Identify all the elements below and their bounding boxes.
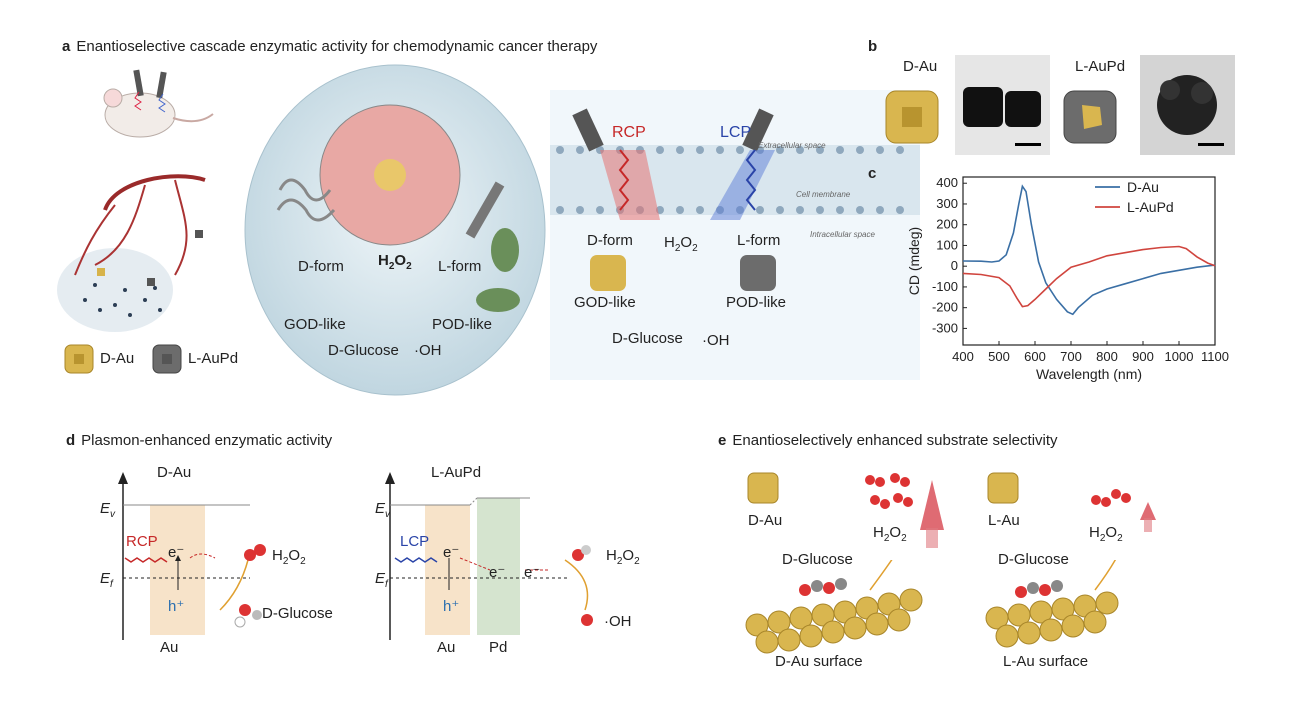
d-left-header: D-Au bbox=[157, 464, 192, 481]
e-right-glucose: D-Glucose bbox=[998, 551, 1069, 568]
cell-h2o2: H2O2 bbox=[378, 252, 412, 272]
legend-label-d-au: D-Au bbox=[1127, 179, 1159, 195]
series-line-l-aupd bbox=[962, 245, 1216, 308]
e-left-glucose: D-Glucose bbox=[782, 551, 853, 568]
panel-c-letter: c bbox=[868, 165, 877, 182]
e-right-h2o2-cluster bbox=[1091, 489, 1156, 532]
e-left-surface-label: D-Au surface bbox=[775, 653, 863, 670]
y-tick-label: 0 bbox=[951, 258, 958, 273]
y-tick-label: 100 bbox=[936, 237, 958, 252]
membrane-god-like: GOD-like bbox=[574, 294, 636, 311]
d-left-electron: e⁻ bbox=[168, 544, 185, 561]
x-tick-label: 600 bbox=[1024, 349, 1046, 364]
x-tick-label: 700 bbox=[1060, 349, 1082, 364]
panel-b-letter: b bbox=[868, 38, 878, 55]
e-left-h2o2-cluster bbox=[865, 473, 944, 548]
l-aupd-nanoparticle-icon bbox=[150, 342, 184, 376]
x-axis-label: Wavelength (nm) bbox=[1036, 366, 1142, 382]
e-right-h2o2: H2O2 bbox=[1089, 524, 1123, 544]
e-right-surface-label: L-Au surface bbox=[1003, 653, 1089, 670]
extracellular-label: Extracellular space bbox=[758, 141, 826, 150]
cell-membrane-label: Cell membrane bbox=[796, 190, 851, 199]
x-tick-label: 400 bbox=[952, 349, 974, 364]
tumor-vasculature-illustration bbox=[57, 69, 214, 332]
y-tick-label: -200 bbox=[932, 300, 958, 315]
cell-l-form: L-form bbox=[438, 258, 482, 275]
panel-b-label-l-aupd: L-AuPd bbox=[1075, 58, 1126, 75]
d-left-metal: Au bbox=[160, 639, 179, 656]
d-left-ev: Ev bbox=[100, 500, 116, 520]
plot-frame bbox=[962, 176, 1216, 346]
legend-d-au: D-Au bbox=[100, 350, 135, 367]
x-tick-label: 1100 bbox=[1201, 349, 1229, 364]
intracellular-label: Intracellular space bbox=[810, 230, 875, 239]
x-tick-label: 500 bbox=[988, 349, 1010, 364]
y-axis-label: CD (mdeg) bbox=[906, 227, 922, 295]
d-au-nanoparticle-icon bbox=[62, 342, 96, 376]
cell-pod-like: POD-like bbox=[432, 316, 493, 333]
y-tick-label: 200 bbox=[936, 217, 958, 232]
cell-oh: ·OH bbox=[414, 342, 442, 359]
y-tick-label: 400 bbox=[936, 175, 958, 190]
l-aupd-model-icon bbox=[1058, 85, 1122, 149]
d-left-rcp: RCP bbox=[126, 533, 158, 550]
d-left-ef: Ef bbox=[100, 570, 113, 590]
d-right-hole: h⁺ bbox=[443, 598, 460, 615]
membrane-oh: ·OH bbox=[702, 332, 730, 349]
d-right-lcp: LCP bbox=[400, 533, 430, 550]
x-tick-label: 800 bbox=[1096, 349, 1118, 364]
cell-membrane-illustration bbox=[550, 90, 920, 380]
cancer-cell-illustration bbox=[244, 64, 546, 396]
d-right-ef: Ef bbox=[375, 570, 388, 590]
membrane-d-form: D-form bbox=[587, 232, 633, 249]
e-d-au-nanoparticle-icon bbox=[745, 470, 781, 506]
cell-god-like: GOD-like bbox=[284, 316, 346, 333]
cell-d-form: D-form bbox=[298, 258, 344, 275]
panel-b-label-d-au: D-Au bbox=[903, 58, 938, 75]
x-tick-label: 900 bbox=[1132, 349, 1154, 364]
series-line-d-au bbox=[962, 184, 1216, 316]
y-tick-label: -100 bbox=[932, 279, 958, 294]
d-right-electron-1: e⁻ bbox=[443, 544, 460, 561]
membrane-h2o2: H2O2 bbox=[664, 234, 698, 254]
d-right-electron-2: e⁻ bbox=[489, 564, 506, 581]
e-right-surface bbox=[985, 560, 1119, 648]
membrane-l-form: L-form bbox=[737, 232, 781, 249]
y-tick-label: -300 bbox=[932, 320, 958, 335]
e-left-surface bbox=[745, 560, 923, 654]
e-l-au-nanoparticle-icon bbox=[985, 470, 1021, 506]
membrane-pod-like: POD-like bbox=[726, 294, 787, 311]
membrane-d-glucose: D-Glucose bbox=[612, 330, 683, 347]
d-right-header: L-AuPd bbox=[431, 464, 482, 481]
d-au-model-icon bbox=[880, 85, 944, 149]
d-au-tem-image bbox=[955, 55, 1050, 155]
rcp-label: RCP bbox=[612, 124, 646, 141]
x-tick-label: 1000 bbox=[1165, 349, 1194, 364]
l-aupd-band-diagram bbox=[385, 472, 593, 640]
d-au-band-diagram bbox=[118, 472, 266, 640]
e-right-np-label: L-Au bbox=[988, 512, 1020, 529]
l-aupd-tem-image bbox=[1140, 55, 1235, 155]
d-left-hole: h⁺ bbox=[168, 598, 185, 615]
d-right-oh: ·OH bbox=[604, 613, 632, 630]
e-left-h2o2: H2O2 bbox=[873, 524, 907, 544]
lcp-label: LCP bbox=[720, 124, 752, 141]
legend-label-l-aupd: L-AuPd bbox=[1127, 199, 1174, 215]
d-left-d-glucose: D-Glucose bbox=[262, 605, 333, 622]
d-right-h2o2: H2O2 bbox=[606, 547, 640, 567]
d-right-ev: Ev bbox=[375, 500, 391, 520]
d-right-metal-pd: Pd bbox=[489, 639, 508, 656]
d-right-electron-3: e⁻ bbox=[524, 564, 541, 581]
d-left-h2o2: H2O2 bbox=[272, 547, 306, 567]
legend-l-aupd: L-AuPd bbox=[188, 350, 239, 367]
e-left-np-label: D-Au bbox=[748, 512, 783, 529]
d-right-metal-au: Au bbox=[437, 639, 456, 656]
y-tick-label: 300 bbox=[936, 196, 958, 211]
cell-d-glucose: D-Glucose bbox=[328, 342, 399, 359]
